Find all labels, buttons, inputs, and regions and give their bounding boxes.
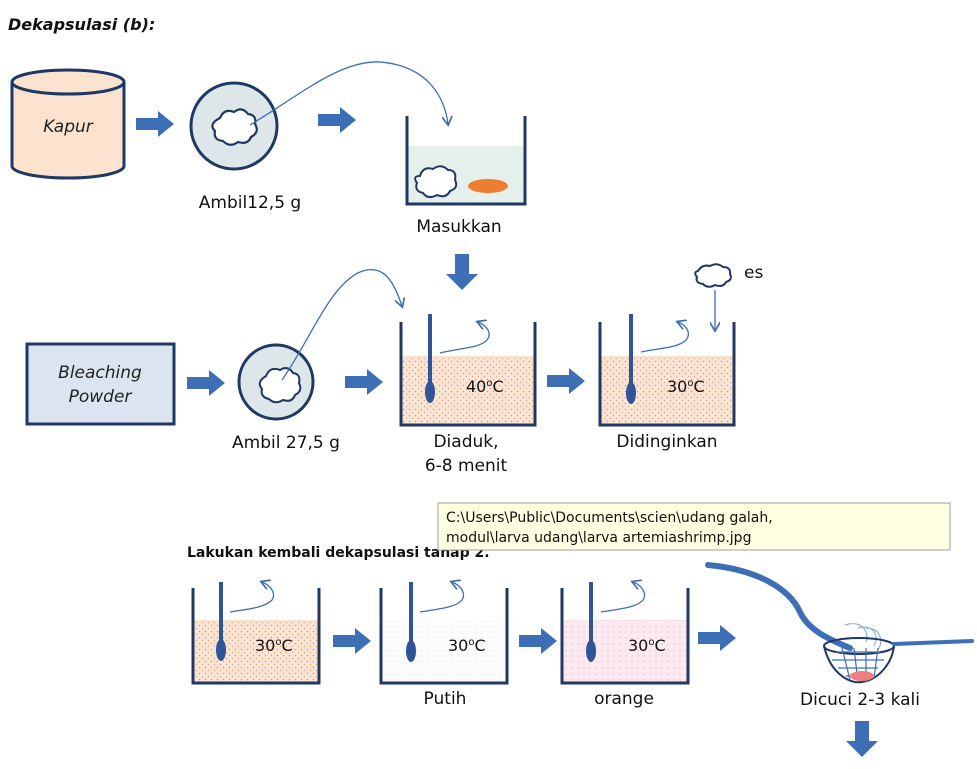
row3-beaker2-temp: 30oC [448,636,486,655]
tank-1 [405,116,527,206]
arrow-right-6 [333,628,371,654]
arrow-right-5 [547,368,585,394]
petri-dish-2 [237,343,315,421]
transfer-arrow-2 [281,269,402,381]
petri-dish-1 [189,81,279,171]
beaker-row3-putih: 30oC [379,582,509,685]
kapur-label: Kapur [43,117,94,137]
arrow-down-1 [446,254,478,290]
beaker-30c-cooling: 30oC [598,314,736,427]
dish1-label: Ambil12,5 g [199,193,301,213]
beaker1-label-1: Diaduk, [433,432,498,452]
row3-beaker3-temp: 30oC [628,636,666,655]
ice-label: es [744,263,763,283]
orange-label: orange [594,689,654,709]
beaker-row3-1: 30oC [191,582,321,685]
bleach-label-1: Bleaching [58,363,142,383]
arrow-right-8 [698,625,736,651]
beaker-row3-orange: 30oC [560,582,690,685]
beaker2-label: Didinginkan [616,432,717,452]
beaker2-temp: 30oC [667,377,705,396]
transfer-arrow-1 [249,61,448,125]
arrow-right-7 [519,628,557,654]
putih-label: Putih [424,689,467,709]
beaker1-label-2: 6-8 menit [425,456,508,476]
row3-beaker1-temp: 30oC [255,636,293,655]
row3-heading: Lakukan kembali dekapsulasi tahap 2. [187,545,490,561]
arrow-right-4 [345,369,383,395]
bleach-label-2: Powder [69,387,133,407]
tooltip-line-1: C:\Users\Public\Documents\scien\udang ga… [446,510,773,526]
bleaching-powder-box: Bleaching Powder [25,342,176,426]
arrow-right-3 [187,370,225,396]
beaker1-temp: 40oC [466,377,504,396]
beaker-40c: 40oC [399,314,537,427]
wash-label: Dicuci 2-3 kali [800,690,920,710]
tank1-label: Masukkan [416,217,501,237]
diagram-title: Dekapsulasi (b): [8,15,155,34]
file-path-tooltip: C:\Users\Public\Documents\scien\udang ga… [437,502,951,551]
ice-cube: es [694,263,763,330]
arrow-right-2 [318,107,356,133]
arrow-down-2 [846,721,878,757]
kapur-container: Kapur [10,68,126,180]
dish2-label: Ambil 27,5 g [232,433,340,453]
wash-sieve [705,562,974,684]
arrow-right-1 [136,111,174,137]
tooltip-line-2: modul\larva udang\larva artemiashrimp.jp… [446,530,751,546]
